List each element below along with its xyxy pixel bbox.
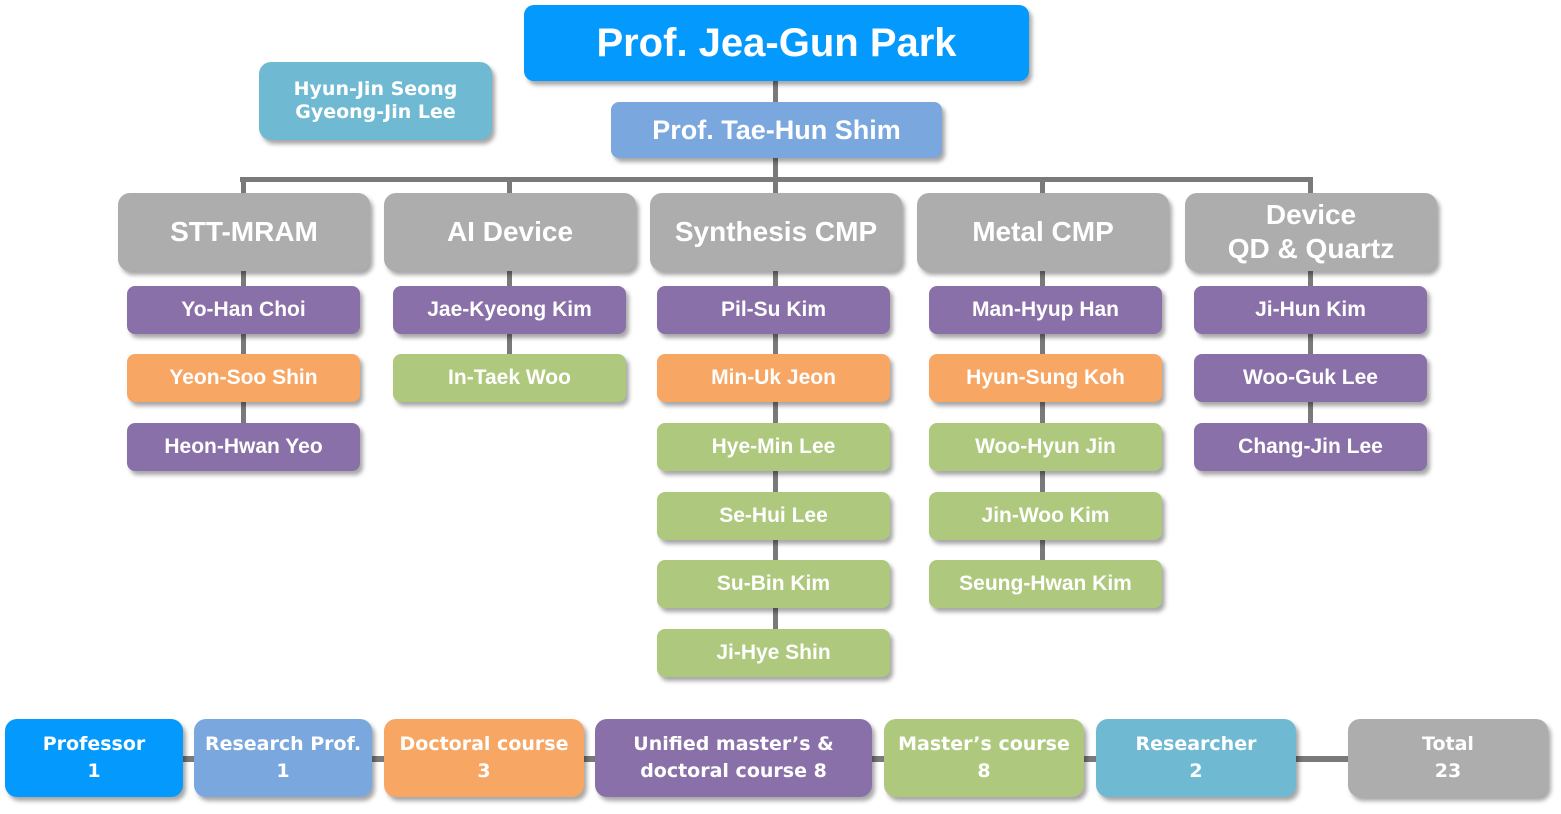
member-name: Seung-Hwan Kim (959, 572, 1132, 596)
member-name: Woo-Hyun Jin (975, 435, 1116, 459)
group-header: Metal CMP (917, 193, 1169, 271)
group-title: AI Device (446, 216, 574, 248)
legend-item-professor: Professor 1 (5, 719, 183, 797)
member-name: Heon-Hwan Yeo (164, 435, 323, 459)
legend-item-research-professor: Research Prof. 1 (194, 719, 372, 797)
connector-bus-to-group (507, 177, 512, 195)
member-box: In-Taek Woo (393, 354, 626, 402)
connector-bus-to-group (241, 177, 246, 195)
legend-count: 23 (1434, 760, 1462, 782)
head-professor-name: Prof. Jea-Gun Park (596, 21, 957, 65)
connector-bus-to-group (773, 177, 778, 195)
group-header: STT-MRAM (118, 193, 370, 271)
legend-label: Doctoral course (399, 733, 569, 756)
member-name: In-Taek Woo (448, 366, 571, 390)
group-header: AI Device (384, 193, 636, 271)
legend-item-master: Master’s course 8 (884, 719, 1084, 797)
legend-count: doctoral course 8 (640, 760, 827, 782)
connector-head-to-subprof (773, 80, 778, 104)
legend-label: Researcher (1135, 733, 1257, 756)
legend-count: 1 (87, 760, 101, 782)
legend-item-doctoral: Doctoral course 3 (384, 719, 584, 797)
member-name: Su-Bin Kim (716, 572, 831, 596)
connector-subprof-to-bus (773, 156, 778, 180)
member-name: Man-Hyup Han (972, 298, 1119, 322)
member-box: Yo-Han Choi (127, 286, 360, 334)
member-box: Se-Hui Lee (657, 492, 890, 540)
legend-label: Research Prof. (204, 733, 362, 756)
member-name: Se-Hui Lee (719, 504, 828, 528)
group-title: QD & Quartz (1227, 233, 1395, 264)
legend-item-total: Total 23 (1348, 719, 1548, 797)
legend-label: Unified master’s & (633, 733, 834, 756)
legend-count: 8 (977, 760, 991, 782)
legend-count: 3 (477, 760, 491, 782)
member-box: Woo-Guk Lee (1194, 354, 1427, 402)
member-box: Seung-Hwan Kim (929, 560, 1162, 608)
member-name: Yo-Han Choi (181, 298, 306, 322)
researcher-name: Gyeong-Jin Lee (295, 101, 456, 123)
group-title: Synthesis CMP (674, 216, 878, 248)
member-box: Jin-Woo Kim (929, 492, 1162, 540)
member-box: Jae-Kyeong Kim (393, 286, 626, 334)
researcher-name: Hyun-Jin Seong (293, 78, 458, 101)
member-name: Jae-Kyeong Kim (427, 298, 592, 322)
group-title: Device (1265, 199, 1357, 231)
member-name: Ji-Hun Kim (1255, 298, 1366, 322)
member-name: Pil-Su Kim (720, 298, 826, 322)
member-box: Su-Bin Kim (657, 560, 890, 608)
member-name: Jin-Woo Kim (981, 504, 1110, 528)
member-box: Man-Hyup Han (929, 286, 1162, 334)
connector-bus-to-group (1040, 177, 1045, 195)
legend-label: Professor (42, 733, 146, 756)
connector-bus-to-group (1308, 177, 1313, 195)
legend-label: Master’s course (898, 733, 1070, 756)
member-name: Hye-Min Lee (711, 435, 836, 459)
member-name: Chang-Jin Lee (1238, 435, 1383, 459)
member-name: Hyun-Sung Koh (966, 366, 1125, 390)
legend-label: Total (1422, 733, 1474, 756)
legend-item-researcher: Researcher 2 (1096, 719, 1296, 797)
member-box: Min-Uk Jeon (657, 354, 890, 402)
researchers-box: Hyun-Jin Seong Gyeong-Jin Lee (259, 62, 492, 140)
member-box: Pil-Su Kim (657, 286, 890, 334)
member-name: Min-Uk Jeon (711, 366, 836, 390)
member-box: Ji-Hun Kim (1194, 286, 1427, 334)
legend-count: 2 (1189, 760, 1203, 782)
member-box: Chang-Jin Lee (1194, 423, 1427, 471)
member-box: Heon-Hwan Yeo (127, 423, 360, 471)
member-name: Yeon-Soo Shin (169, 366, 318, 390)
research-professor-name: Prof. Tae-Hun Shim (652, 114, 901, 145)
member-box: Hye-Min Lee (657, 423, 890, 471)
group-header: Synthesis CMP (650, 193, 902, 271)
legend-count: 1 (276, 760, 290, 782)
member-box: Yeon-Soo Shin (127, 354, 360, 402)
member-box: Ji-Hye Shin (657, 629, 890, 677)
member-box: Hyun-Sung Koh (929, 354, 1162, 402)
head-professor-box: Prof. Jea-Gun Park (524, 5, 1029, 81)
group-title: STT-MRAM (170, 216, 318, 248)
group-title: Metal CMP (972, 216, 1114, 248)
legend-item-unified: Unified master’s & doctoral course 8 (595, 719, 872, 797)
research-professor-box: Prof. Tae-Hun Shim (611, 102, 942, 158)
member-name: Ji-Hye Shin (716, 641, 831, 665)
member-box: Woo-Hyun Jin (929, 423, 1162, 471)
member-name: Woo-Guk Lee (1243, 366, 1378, 390)
